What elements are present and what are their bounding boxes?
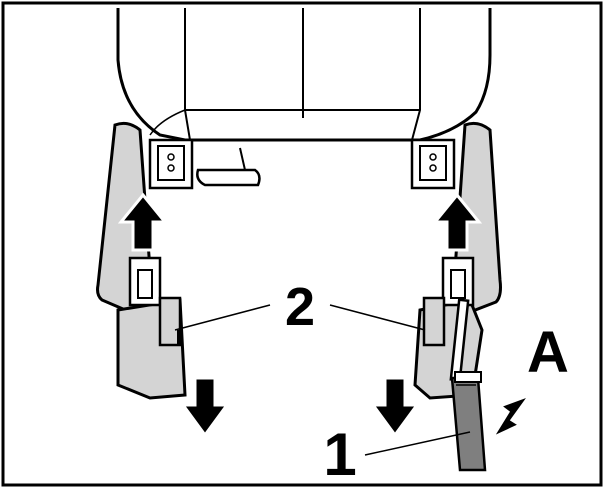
right-seat-bracket xyxy=(410,138,456,190)
screwdriver-tool xyxy=(449,298,487,472)
left-seat-bracket xyxy=(148,138,194,190)
callout-label-2: 2 xyxy=(285,277,315,337)
callout-label-a: A xyxy=(527,320,569,385)
callout-label-1: 1 xyxy=(323,421,356,488)
seat-adjuster-handle xyxy=(196,147,261,187)
seat-cushion xyxy=(116,8,492,142)
push-arrow-a xyxy=(488,391,535,442)
up-arrow-right xyxy=(431,192,483,252)
down-arrow-right xyxy=(370,376,420,438)
leader-lines xyxy=(174,304,471,456)
down-arrow-left xyxy=(180,376,230,438)
up-arrow-left xyxy=(117,192,169,252)
